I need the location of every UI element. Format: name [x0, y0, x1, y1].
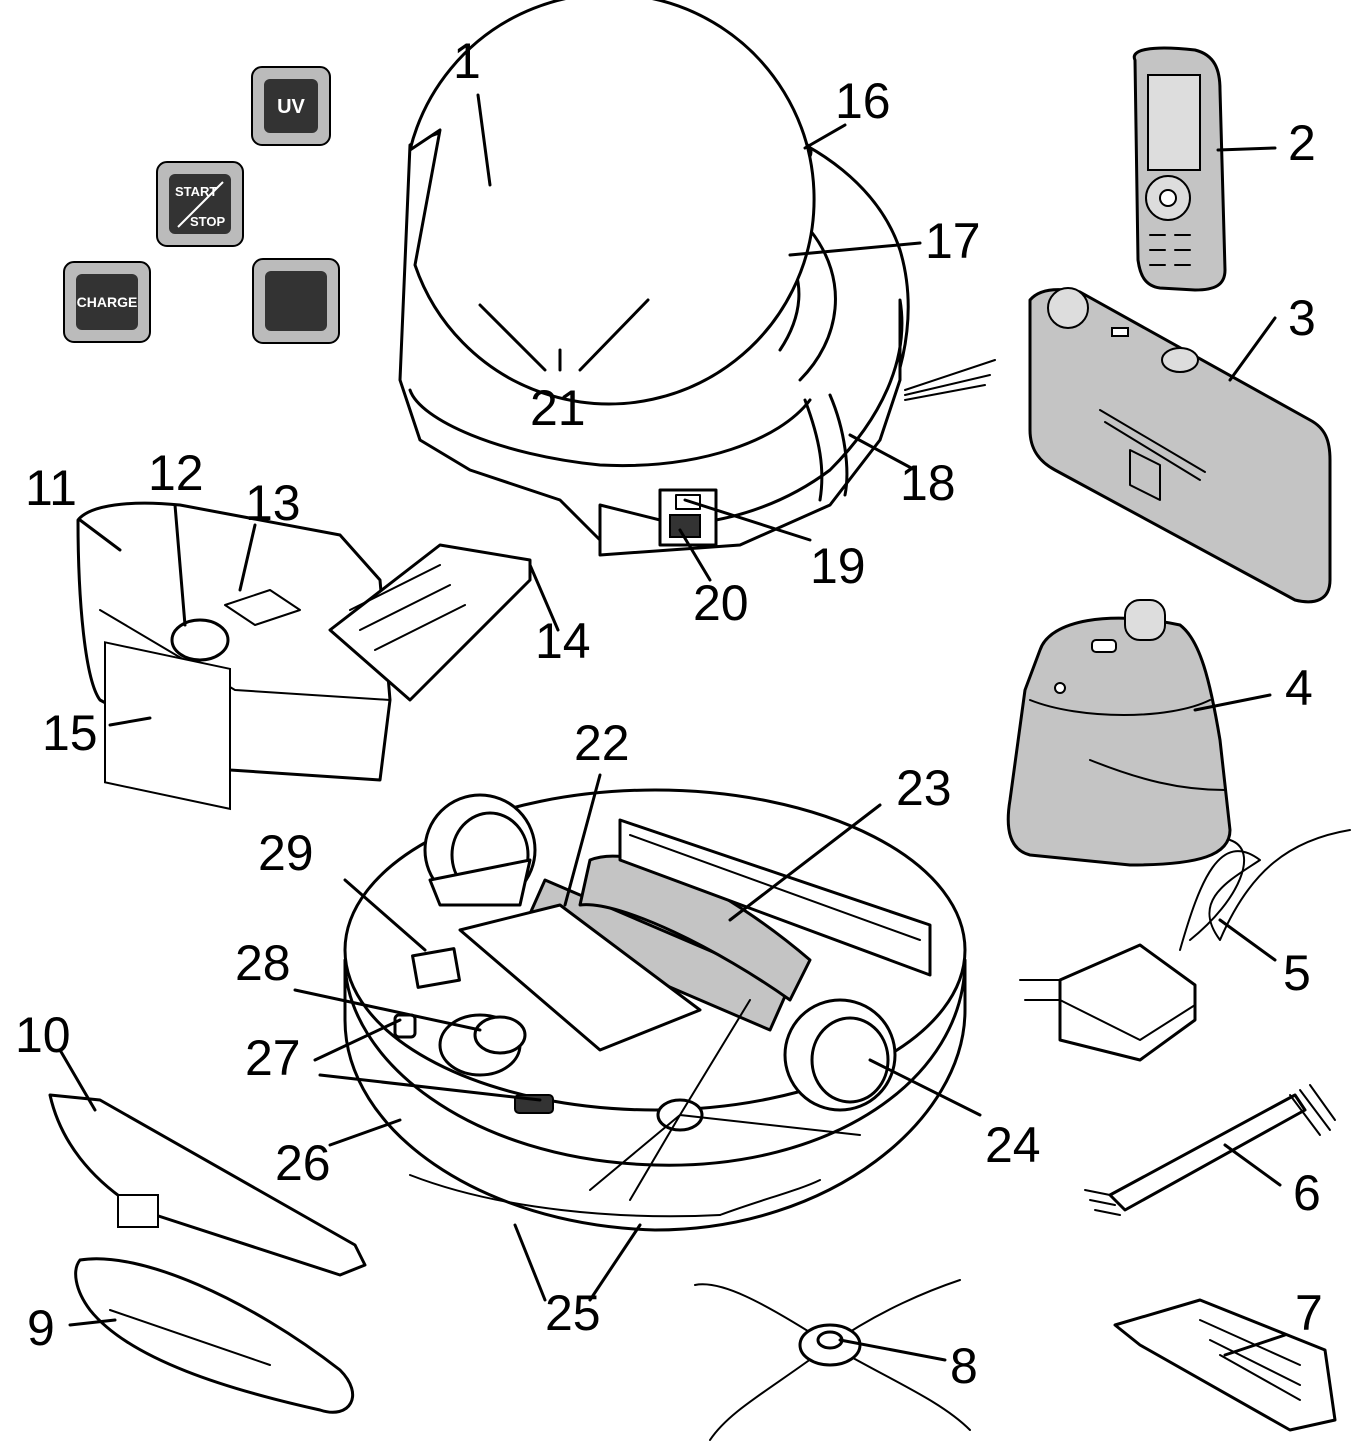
label-27: 27 — [245, 1030, 301, 1086]
side-brush — [694, 1279, 971, 1441]
battery-pack — [1028, 287, 1332, 604]
label-15: 15 — [42, 705, 98, 761]
label-12: 12 — [148, 445, 204, 501]
label-20: 20 — [693, 575, 749, 631]
charge-button-label: CHARGE — [77, 294, 138, 310]
label-17: 17 — [925, 213, 981, 269]
dust-bin — [76, 501, 532, 811]
label-7: 7 — [1295, 1285, 1323, 1341]
label-9: 9 — [27, 1300, 55, 1356]
label-4: 4 — [1285, 660, 1313, 716]
label-14: 14 — [535, 613, 591, 669]
part-number-labels: 1 2 3 4 5 6 7 8 9 10 11 12 13 14 15 16 1… — [15, 33, 1323, 1394]
label-8: 8 — [950, 1338, 978, 1394]
label-29: 29 — [258, 825, 314, 881]
label-25: 25 — [545, 1285, 601, 1341]
filter — [1113, 1298, 1337, 1432]
label-18: 18 — [900, 455, 956, 511]
virtual-wall — [1006, 599, 1232, 867]
label-19: 19 — [810, 538, 866, 594]
label-16: 16 — [835, 73, 891, 129]
label-21: 21 — [530, 380, 586, 436]
bumper-cover — [48, 1093, 367, 1277]
uv-button: UV — [251, 66, 331, 146]
label-26: 26 — [275, 1135, 331, 1191]
stop-label: STOP — [190, 214, 225, 229]
robot-bottom-body — [343, 788, 967, 1232]
label-11: 11 — [25, 460, 77, 516]
label-23: 23 — [896, 760, 952, 816]
start-label: START — [175, 184, 217, 199]
label-22: 22 — [574, 715, 630, 771]
label-6: 6 — [1293, 1165, 1321, 1221]
label-3: 3 — [1288, 290, 1316, 346]
label-28: 28 — [235, 935, 291, 991]
bumper-pad — [74, 1257, 354, 1414]
label-10: 10 — [15, 1007, 71, 1063]
control-panel-zoom: UV START STOP CHARGE — [63, 0, 816, 406]
start-stop-button: START STOP — [156, 161, 244, 247]
label-24: 24 — [985, 1117, 1041, 1173]
label-2: 2 — [1288, 115, 1316, 171]
remote-control — [1132, 46, 1227, 292]
label-13: 13 — [245, 475, 301, 531]
charger-adapter — [1019, 829, 1351, 1062]
label-5: 5 — [1283, 945, 1311, 1001]
blank-button — [252, 258, 340, 344]
uv-button-label: UV — [277, 96, 305, 118]
charge-button: CHARGE — [63, 261, 151, 343]
leader-lines — [58, 93, 1287, 1362]
cleaning-tool — [1084, 1084, 1336, 1216]
label-1: 1 — [453, 33, 481, 89]
